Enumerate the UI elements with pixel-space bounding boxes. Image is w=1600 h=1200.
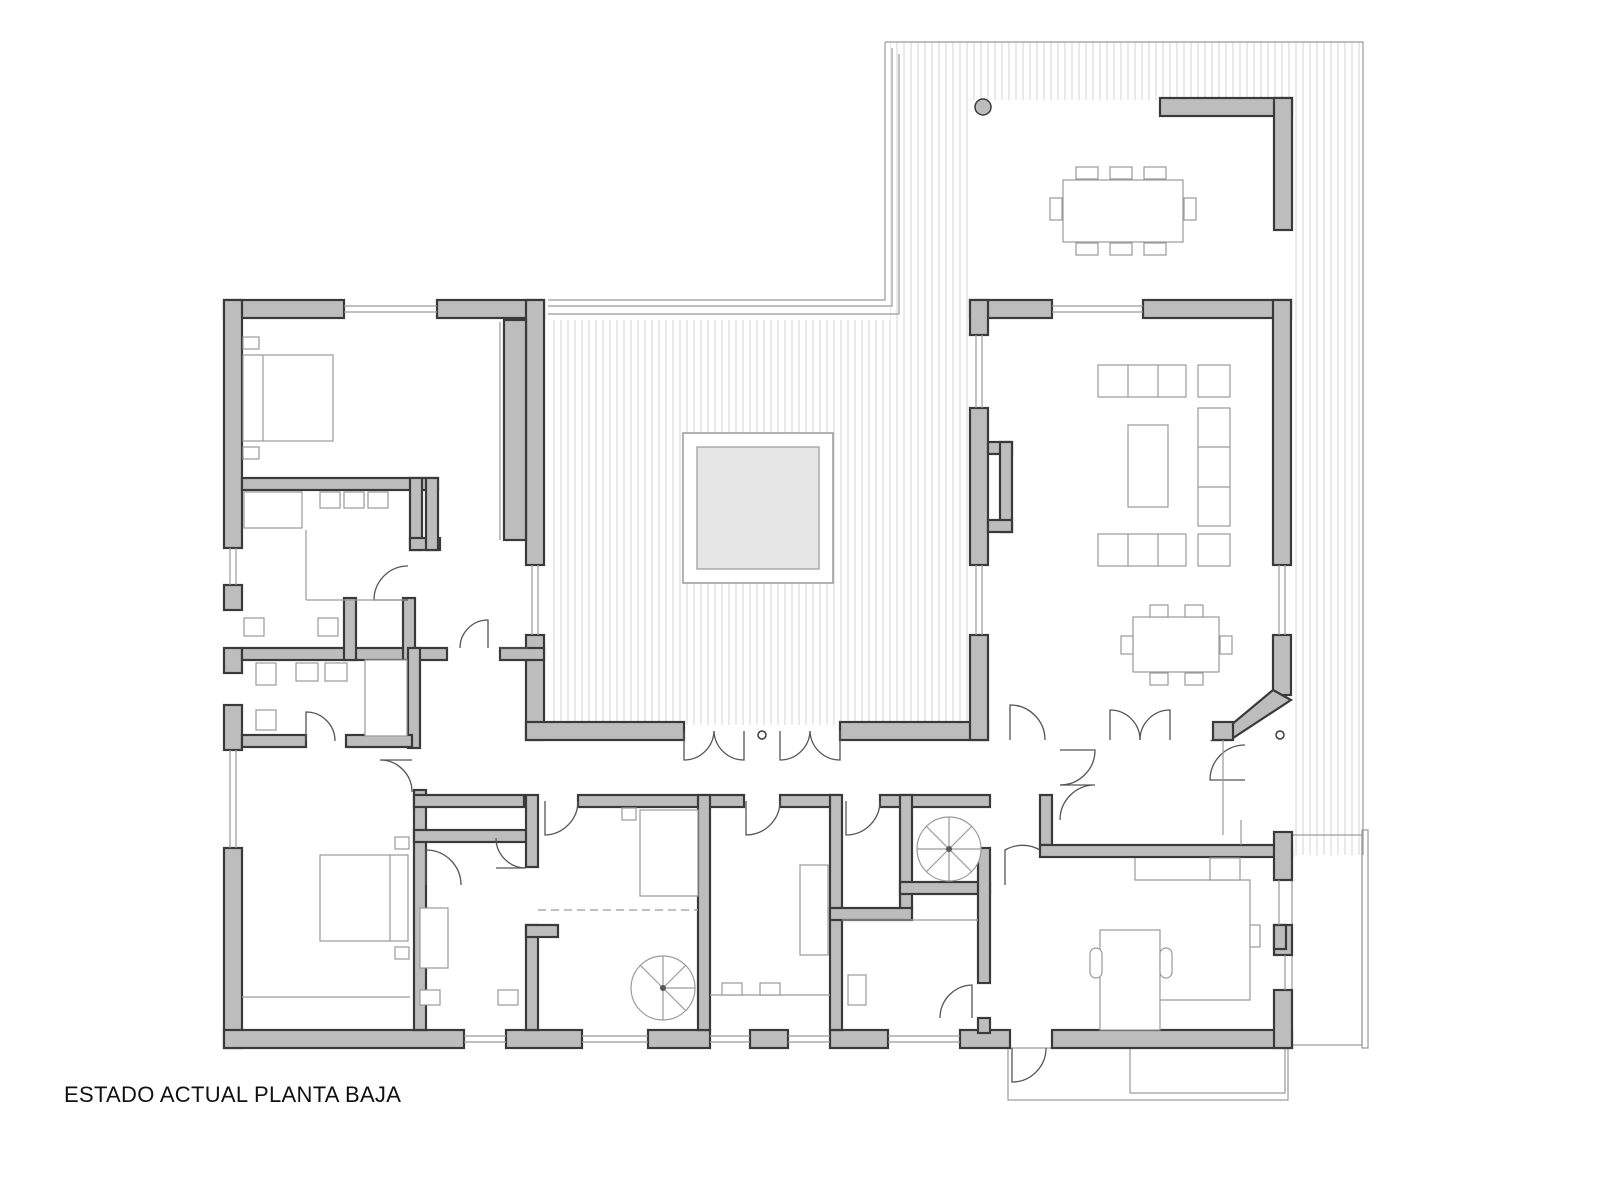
spiral-stair-2: [630, 955, 696, 1021]
bedroom-2-furniture: [242, 836, 410, 998]
study-furniture: [710, 864, 830, 996]
office-furniture: [419, 907, 867, 1006]
bathroom-fixtures: [243, 491, 408, 737]
living-room-furniture: [1097, 364, 1233, 686]
kitchen-furniture: [1089, 820, 1261, 1031]
interior-lines: [842, 740, 1224, 921]
walls: [222, 96, 1294, 1050]
exterior-steps-south: [1007, 1047, 1289, 1101]
terrace-dining-table: [974, 98, 1197, 256]
bedroom-3-furniture: [538, 807, 699, 911]
drawing-title: ESTADO ACTUAL PLANTA BAJA: [64, 1082, 402, 1107]
windows: [229, 305, 1286, 1043]
bedroom-1-furniture: [242, 322, 501, 540]
spiral-stair-1: [916, 816, 982, 882]
doors: [305, 565, 1285, 1083]
exterior-steps-east: [1291, 829, 1369, 1049]
courtyard-planter: [682, 432, 834, 584]
